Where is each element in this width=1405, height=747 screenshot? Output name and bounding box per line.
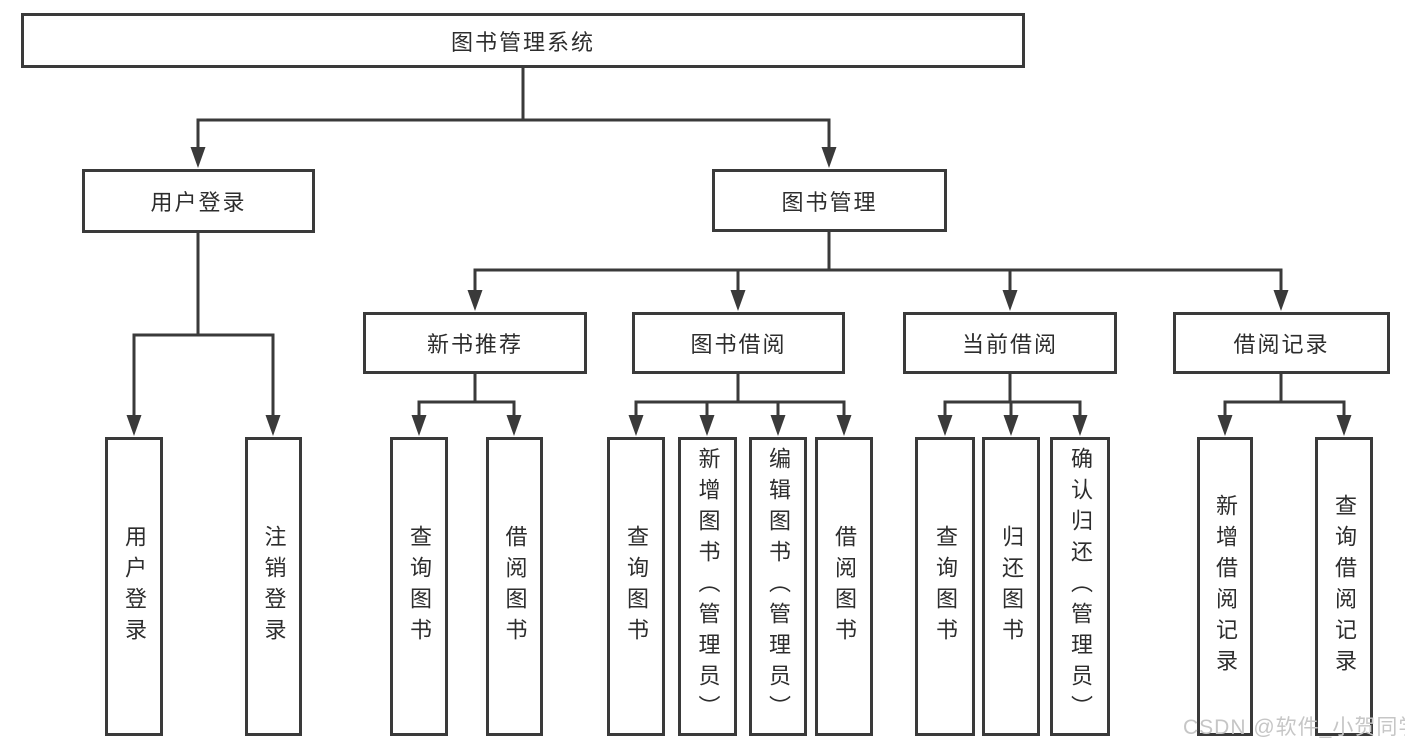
arrowhead-icon — [411, 415, 427, 436]
arrowhead-icon — [1217, 415, 1233, 436]
arrowhead-icon — [628, 415, 644, 436]
leaf-user-login: 用户登录 — [105, 437, 163, 736]
arrowhead-icon — [730, 290, 746, 311]
connector-line — [1223, 374, 1346, 420]
leaf-query-books-recommend: 查询图书 — [390, 437, 448, 736]
connector-line — [473, 232, 1283, 293]
node-new-book-recommend: 新书推荐 — [363, 312, 587, 374]
leaf-logout: 注销登录 — [245, 437, 302, 736]
connector-line — [196, 68, 831, 150]
leaf-confirm-return-admin: 确认归还（管理员） — [1050, 437, 1110, 736]
leaf-query-books-current: 查询图书 — [915, 437, 975, 736]
connector-line — [132, 233, 275, 420]
node-borrow-records: 借阅记录 — [1173, 312, 1390, 374]
edge-book-management-to-level3 — [467, 232, 1289, 311]
arrowhead-icon — [1273, 290, 1289, 311]
edge-root-to-level2 — [190, 68, 837, 168]
edge-current-borrow-to-leaves — [937, 374, 1088, 436]
node-library-management-system: 图书管理系统 — [21, 13, 1025, 68]
node-user-login: 用户登录 — [82, 169, 315, 233]
connector-line — [634, 374, 846, 420]
connector-line — [417, 374, 516, 420]
leaf-borrow-books: 借阅图书 — [815, 437, 873, 736]
arrowhead-icon — [1002, 290, 1018, 311]
node-book-borrow: 图书借阅 — [632, 312, 845, 374]
csdn-watermark: CSDN @软件_小贺同学 — [1183, 716, 1405, 739]
arrowhead-icon — [467, 290, 483, 311]
arrowhead-icon — [506, 415, 522, 436]
arrowhead-icon — [699, 415, 715, 436]
node-book-management: 图书管理 — [712, 169, 947, 232]
arrowhead-icon — [821, 147, 837, 168]
edge-new-book-recommend-to-leaves — [411, 374, 522, 436]
leaf-borrow-books-recommend: 借阅图书 — [486, 437, 543, 736]
arrowhead-icon — [1072, 415, 1088, 436]
leaf-edit-books-admin: 编辑图书（管理员） — [749, 437, 807, 736]
node-current-borrow: 当前借阅 — [903, 312, 1117, 374]
edge-user-login-to-leaves — [126, 233, 281, 436]
leaf-query-books-borrow: 查询图书 — [607, 437, 665, 736]
leaf-query-borrow-record: 查询借阅记录 — [1315, 437, 1373, 736]
arrowhead-icon — [126, 415, 142, 436]
arrowhead-icon — [937, 415, 953, 436]
arrowhead-icon — [836, 415, 852, 436]
connector-line — [943, 374, 1082, 420]
leaf-return-books: 归还图书 — [982, 437, 1040, 736]
arrowhead-icon — [1336, 415, 1352, 436]
leaf-add-books-admin: 新增图书（管理员） — [678, 437, 737, 736]
arrowhead-icon — [1003, 415, 1019, 436]
arrowhead-icon — [265, 415, 281, 436]
edge-borrow-record-to-leaves — [1217, 374, 1352, 436]
leaf-add-borrow-record: 新增借阅记录 — [1197, 437, 1253, 736]
edge-book-borrow-to-leaves — [628, 374, 852, 436]
arrowhead-icon — [190, 147, 206, 168]
arrowhead-icon — [770, 415, 786, 436]
